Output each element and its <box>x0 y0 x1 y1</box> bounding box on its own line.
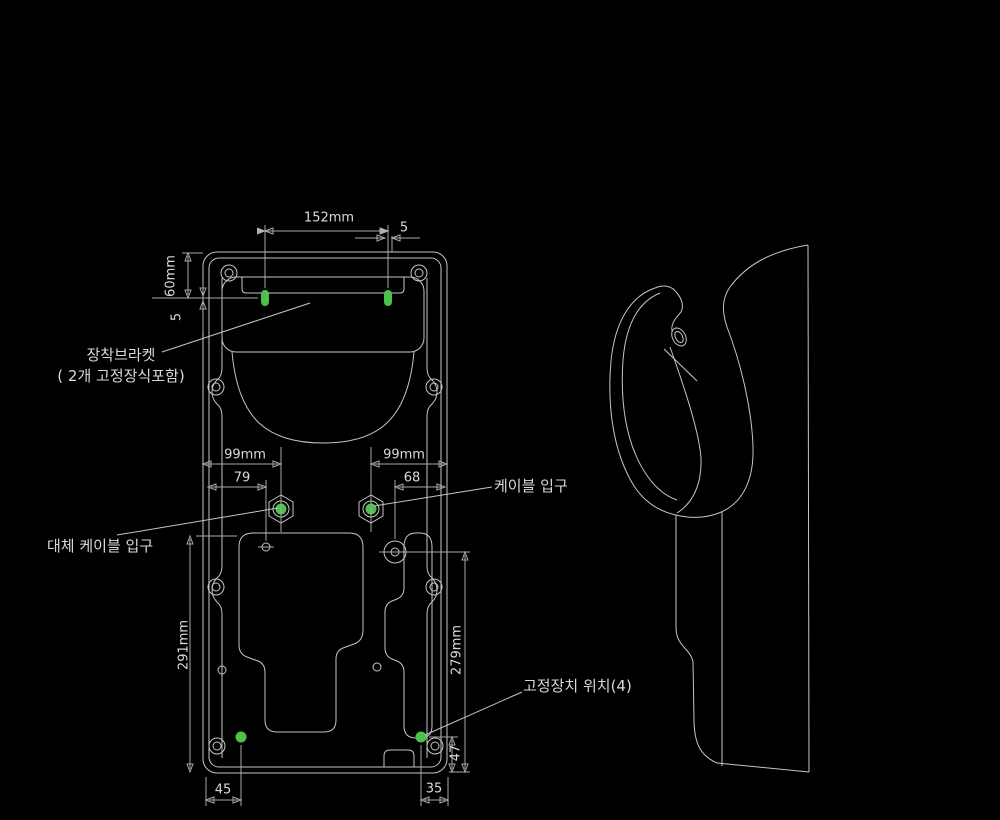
dim-corner-offset: 47 <box>448 744 464 762</box>
dim-left-offset: 5 <box>169 312 185 322</box>
dim-hole-left: 79 <box>233 470 251 486</box>
profile-bowl-inner <box>669 346 702 514</box>
label-cable-entry: 케이블 입구 <box>494 477 568 495</box>
profile-arm-outer <box>609 287 677 516</box>
alternative-cable-entry <box>379 540 411 564</box>
dim-bottom-right: 35 <box>425 781 443 797</box>
rear-view-drawing <box>202 251 448 774</box>
label-mounting-bracket: 장착브라켓 ( 2개 고정장식포함) <box>25 345 217 387</box>
profile-back-edge <box>807 244 810 773</box>
left-lower-cutout <box>238 532 364 733</box>
bracket-slot-marker-right <box>384 290 392 306</box>
profile-arm-tip <box>654 285 683 332</box>
dim-hole-right: 68 <box>403 470 421 486</box>
bottom-center-tab <box>383 749 415 767</box>
leader-lines <box>116 302 523 736</box>
dim-top-width: 152mm <box>303 210 355 226</box>
left-rail <box>211 278 223 758</box>
leader-mounting-bracket <box>161 302 311 353</box>
dim-top-offset: 5 <box>399 220 409 236</box>
screw-bosses <box>207 264 444 755</box>
pilot-holes <box>258 542 382 672</box>
backplate-outer-outline <box>202 251 448 774</box>
label-alt-cable-entry: 대체 케이블 입구 <box>47 537 154 555</box>
dim-side-left: 291mm <box>176 619 192 671</box>
bracket-slot-marker-left <box>261 290 269 306</box>
fixing-point-marker-bottom-left <box>235 731 247 743</box>
profile-nozzle-ellipse-inner <box>674 330 684 344</box>
leader-cable-entry <box>373 486 493 507</box>
backplate-inner-outline <box>208 257 442 768</box>
dim-side-right: 279mm <box>449 624 465 676</box>
label-mounting-bracket-line1: 장착브라켓 <box>86 346 156 364</box>
right-lower-cutout <box>384 532 433 739</box>
mounting-bracket-outline <box>221 276 425 444</box>
right-rail <box>426 278 438 758</box>
dim-left-height: 60mm <box>163 255 179 297</box>
profile-arm-joint-line <box>663 348 698 382</box>
profile-arm-inner <box>621 292 678 501</box>
profile-lower-front <box>675 515 718 764</box>
dim-cable-left: 99mm <box>224 447 266 463</box>
label-fixing-positions: 고정장치 위치(4) <box>523 677 632 695</box>
profile-body-front <box>675 244 809 518</box>
dimension-lines <box>152 225 470 806</box>
dim-cable-right: 99mm <box>383 447 425 463</box>
leader-alt-cable-entry <box>116 507 279 536</box>
side-profile-drawing <box>609 244 810 773</box>
profile-bottom-edge <box>716 762 810 773</box>
fixing-point-marker-bottom-right <box>415 731 427 743</box>
dim-bottom-left: 45 <box>214 782 232 798</box>
leader-fixing-positions <box>424 691 523 736</box>
label-mounting-bracket-line2: ( 2개 고정장식포함) <box>57 367 185 385</box>
profile-nozzle-ellipse <box>671 327 687 347</box>
